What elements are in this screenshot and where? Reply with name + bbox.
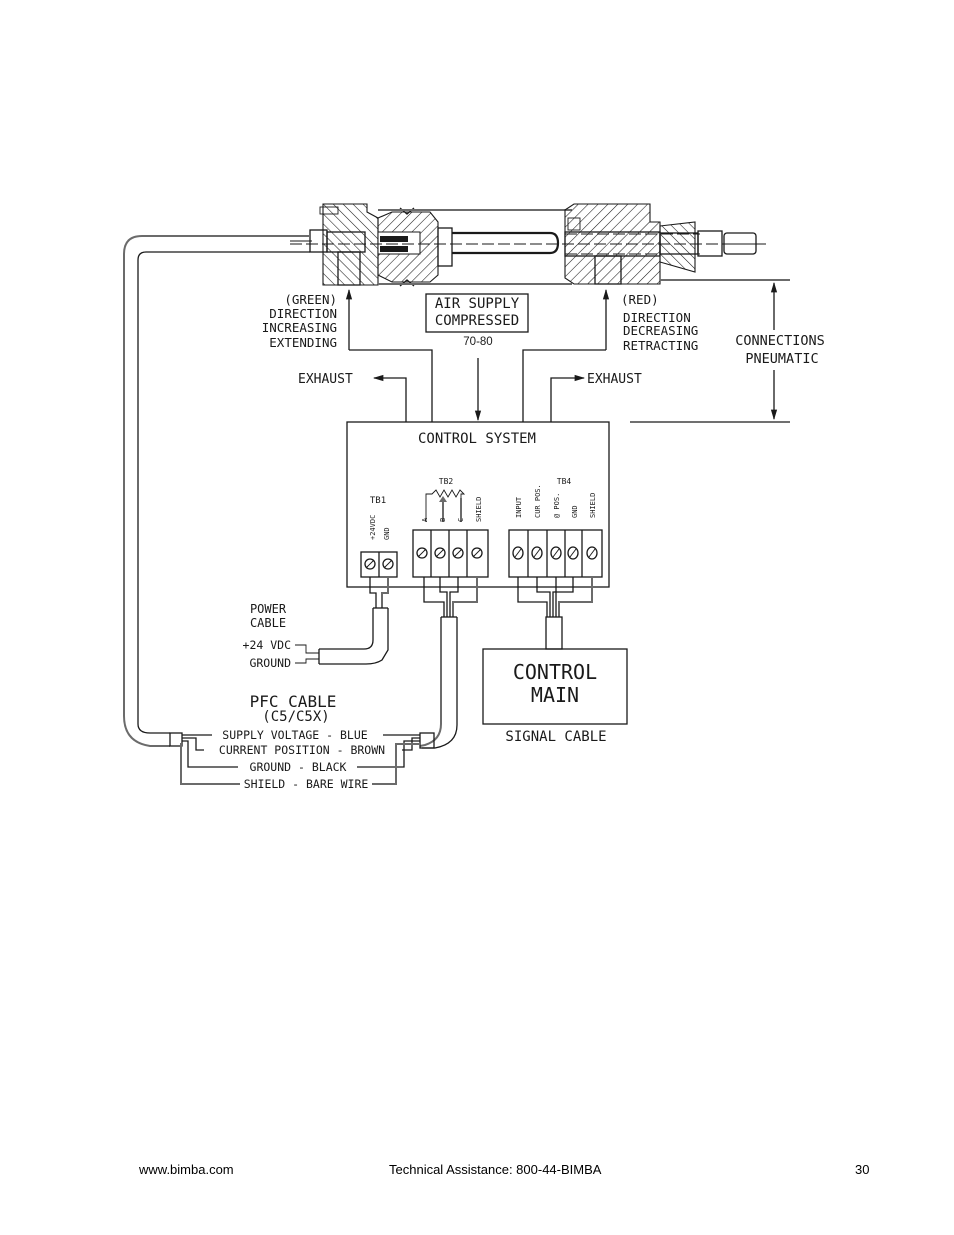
cylinder-labels: (GREEN) DIRECTION INCREASING EXTENDING (… xyxy=(262,292,825,387)
potentiometer-symbol xyxy=(425,489,466,522)
terminal-block-tb1: TB1 +24VDC GND xyxy=(360,496,398,578)
exhaust-left-label: EXHAUST xyxy=(298,372,353,387)
svg-text:B: B xyxy=(439,518,447,522)
pfc-cable-title: PFC CABLE xyxy=(250,692,337,711)
pfc-cable-wires xyxy=(180,734,420,785)
pfc-cable-labels: PFC CABLE (C5/C5X) SUPPLY VOLTAGE - BLUE… xyxy=(219,692,385,791)
pfc-wire-label: CURRENT POSITION - BROWN xyxy=(219,743,385,757)
pfc-cable-model: (C5/C5X) xyxy=(262,709,329,725)
svg-text:COMPRESSED: COMPRESSED xyxy=(435,313,519,329)
air-supply-label: AIR SUPPLY xyxy=(435,296,520,312)
svg-text:RETRACTING: RETRACTING xyxy=(623,338,698,353)
pneumatic-cylinder xyxy=(290,203,770,287)
svg-text:CABLE: CABLE xyxy=(250,616,286,630)
footer-website: www.bimba.com xyxy=(139,1162,234,1177)
svg-text:GND: GND xyxy=(571,505,579,518)
tb4-screws xyxy=(512,546,598,560)
svg-text:C: C xyxy=(457,518,465,522)
terminal-screw xyxy=(364,558,376,570)
pfc-wire-label: SUPPLY VOLTAGE - BLUE xyxy=(222,728,367,742)
main-control-box xyxy=(482,648,628,725)
pneumatic-lines xyxy=(345,279,790,423)
svg-text:TB2: TB2 xyxy=(439,477,454,486)
svg-text:SHIELD: SHIELD xyxy=(475,497,483,522)
pfc-cable-path xyxy=(123,235,310,747)
terminal-block-tb2: TB2 A B C SHIELD xyxy=(412,477,489,578)
red-label: (RED) xyxy=(621,292,659,307)
air-supply-box xyxy=(425,293,529,333)
svg-text:DIRECTION: DIRECTION xyxy=(269,306,337,321)
terminal-wiring xyxy=(295,577,593,749)
svg-text:POWER: POWER xyxy=(250,602,287,616)
gland-nut xyxy=(659,221,696,273)
svg-text:+24 VDC: +24 VDC xyxy=(243,638,292,652)
footer-technical-assistance: Technical Assistance: 800-44-BIMBA xyxy=(389,1162,602,1177)
air-pressure-label: 70-80 xyxy=(463,336,492,348)
exhaust-left-arrow xyxy=(372,374,407,422)
exhaust-right-arrow xyxy=(550,374,586,422)
svg-text:TB1: TB1 xyxy=(370,496,386,506)
power-cable-labels: POWER CABLE +24 VDC GROUND xyxy=(243,602,292,670)
right-end-cap xyxy=(564,203,661,285)
svg-text:@ POS.: @ POS. xyxy=(553,493,561,518)
pfc-wire-label: GROUND - BLACK xyxy=(250,760,347,774)
signal-cable xyxy=(545,616,563,650)
connections-label: CONNECTIONS xyxy=(735,333,824,349)
control-system: CONTROL SYSTEM TB1 +24VDC GND TB2 A B C … xyxy=(346,421,610,588)
pfc-wire-label: SHIELD - BARE WIRE xyxy=(244,777,369,791)
tb2-screws xyxy=(416,547,483,559)
signal-cable-label: SIGNAL CABLE xyxy=(505,729,606,745)
svg-text:DIRECTION: DIRECTION xyxy=(623,310,691,325)
exhaust-right-label: EXHAUST xyxy=(587,372,642,387)
svg-text:+24VDC: +24VDC xyxy=(369,515,377,540)
footer-page-number: 30 xyxy=(855,1162,870,1177)
svg-text:INPUT: INPUT xyxy=(515,496,523,518)
terminal-screw xyxy=(382,558,394,570)
main-control: CONTROL MAIN SIGNAL CABLE xyxy=(482,648,628,745)
svg-text:EXTENDING: EXTENDING xyxy=(269,335,337,350)
svg-text:MAIN: MAIN xyxy=(531,683,579,707)
svg-text:A: A xyxy=(421,517,429,522)
svg-text:GND: GND xyxy=(383,527,391,540)
green-label: (GREEN) xyxy=(284,292,337,307)
probe-connector xyxy=(723,232,757,255)
svg-text:CONTROL: CONTROL xyxy=(513,660,597,684)
control-system-title: CONTROL SYSTEM xyxy=(418,431,536,447)
svg-text:PNEUMATIC: PNEUMATIC xyxy=(745,351,818,367)
svg-text:DECREASING: DECREASING xyxy=(623,323,698,338)
svg-text:TB4: TB4 xyxy=(557,477,572,486)
svg-text:CUR POS.: CUR POS. xyxy=(534,484,542,518)
terminal-block-tb4: TB4 INPUT CUR POS. @ POS. GND SHIELD xyxy=(508,477,603,578)
svg-text:GROUND: GROUND xyxy=(249,656,291,670)
svg-text:INCREASING: INCREASING xyxy=(262,320,337,335)
svg-text:SHIELD: SHIELD xyxy=(589,493,597,518)
